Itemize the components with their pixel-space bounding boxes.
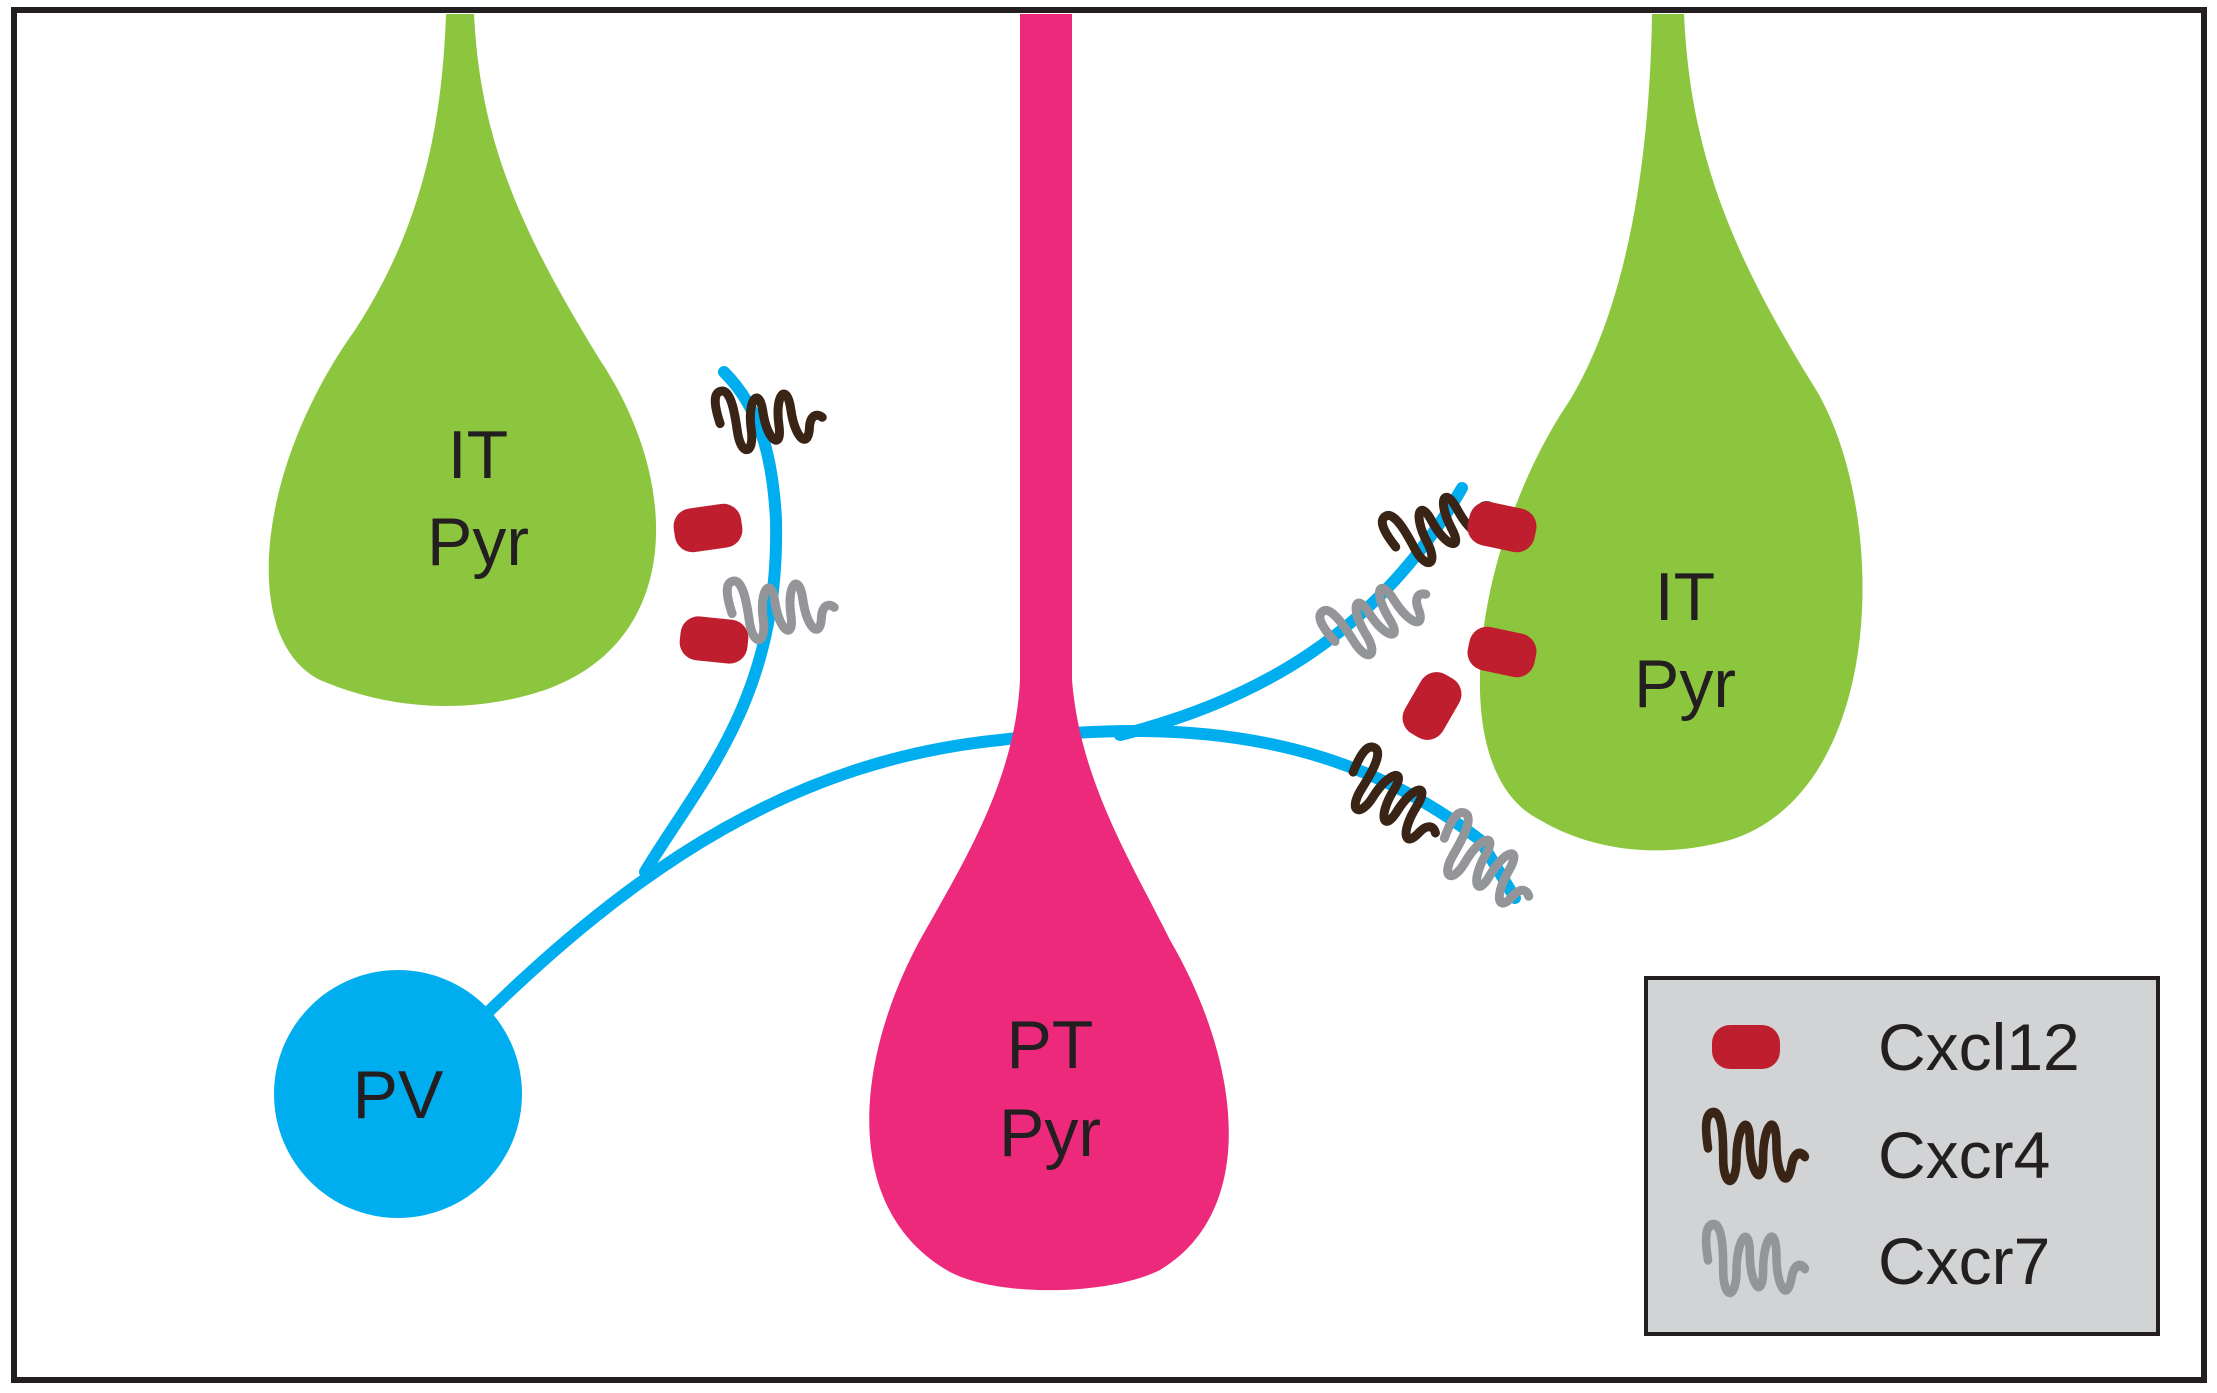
pt-pyr-line1: PT: [1007, 1007, 1094, 1083]
it-pyr-right-line2: Pyr: [1634, 646, 1736, 722]
it-pyr-left-cell: [268, 14, 657, 707]
cxcl12-ligand-left-2: [677, 614, 751, 666]
it-pyr-right-line1: IT: [1655, 559, 1715, 635]
pt-pyr-cell: [869, 14, 1229, 1291]
legend-label-cxcr7: Cxcr7: [1878, 1224, 2050, 1298]
pt-pyr-line2: Pyr: [999, 1095, 1101, 1171]
it-pyr-left-line1: IT: [448, 417, 508, 493]
legend-label-cxcl12: Cxcl12: [1878, 1010, 2080, 1084]
cxcr7-icon: [1701, 1219, 1810, 1297]
legend-label-cxcr4: Cxcr4: [1878, 1118, 2050, 1192]
legend: Cxcl12 Cxcr4 Cxcr7: [1644, 976, 2160, 1336]
it-pyr-right-cell: [1479, 14, 1863, 851]
pv-cell: [274, 970, 522, 1218]
cxcl12-icon: [1712, 1025, 1780, 1069]
cxcr4-icon: [1701, 1107, 1810, 1185]
pv-label: PV: [353, 1057, 444, 1133]
it-pyr-left-line2: Pyr: [427, 504, 529, 580]
